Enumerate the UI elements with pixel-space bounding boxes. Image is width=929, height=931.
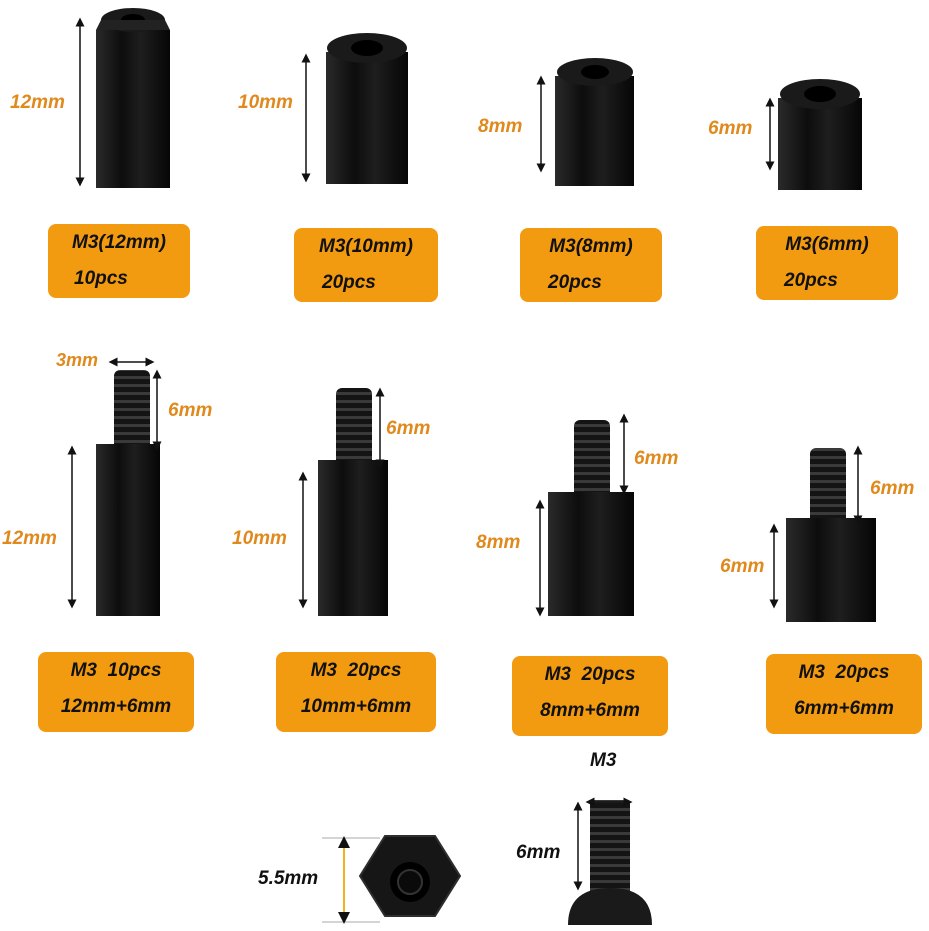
standoff-12mm-female (96, 8, 170, 188)
dim-label-diameter: 3mm (56, 350, 99, 370)
standoff-8mm-male (548, 420, 634, 616)
dim-label-thread-4: 6mm (870, 478, 915, 499)
spec-badge-10mm: M3(10mm) 20pcs (294, 228, 438, 302)
badge-line1: M3 10pcs (70, 660, 162, 681)
standoff-12mm-male (96, 370, 160, 616)
badge-line1: M3(12mm) (72, 232, 166, 253)
spec-badge-12mm-6mm: M3 10pcs 12mm+6mm (38, 652, 194, 732)
badge-line2: 10mm+6mm (300, 696, 412, 717)
nut-dim-label: 5.5mm (258, 868, 319, 889)
badge-line2: 6mm+6mm (794, 698, 894, 719)
badge-line1: M3 20pcs (798, 662, 890, 683)
badge-line2: 12mm+6mm (60, 696, 172, 717)
dim-label-10mm: 10mm (238, 92, 293, 113)
spec-badge-6mm: M3(6mm) 20pcs (756, 226, 898, 300)
hex-nut (358, 835, 462, 917)
spec-badge-8mm: M3(8mm) 20pcs (520, 228, 662, 302)
dim-label-8mm: 8mm (478, 116, 523, 137)
screw-length-label: 6mm (516, 842, 561, 863)
dim-label-thread-2: 6mm (386, 418, 431, 439)
dim-label-body-4: 6mm (720, 556, 765, 577)
standoff-6mm-male (786, 448, 876, 622)
dim-label-thread-3: 6mm (634, 448, 679, 469)
badge-line2: 20pcs (322, 272, 376, 293)
dim-label-12mm: 12mm (10, 92, 65, 113)
screw (568, 800, 652, 925)
badge-line2: 20pcs (784, 270, 838, 291)
standoff-10mm-male (318, 388, 388, 616)
dim-label-6mm: 6mm (708, 118, 753, 139)
spec-badge-8mm-6mm: M3 20pcs 8mm+6mm (512, 656, 668, 736)
spec-badge-10mm-6mm: M3 20pcs 10mm+6mm (276, 652, 436, 732)
spec-badge-12mm: M3(12mm) 10pcs (48, 224, 190, 298)
dim-label-body-1: 12mm (2, 528, 57, 549)
dim-label-body-2: 10mm (232, 528, 287, 549)
screw-diameter-label: M3 (590, 750, 617, 771)
standoff-10mm-female (326, 33, 408, 184)
badge-line1: M3(10mm) (319, 236, 413, 257)
spec-badge-6mm-6mm: M3 20pcs 6mm+6mm (766, 654, 922, 734)
badge-line2: 10pcs (74, 268, 128, 289)
standoff-8mm-female (555, 58, 634, 186)
badge-line1: M3(6mm) (785, 234, 869, 255)
badge-line1: M3 20pcs (310, 660, 402, 681)
dim-label-body-3: 8mm (476, 532, 521, 553)
badge-line2: 20pcs (548, 272, 602, 293)
badge-line1: M3 20pcs (544, 664, 636, 685)
standoff-6mm-female (778, 79, 862, 190)
badge-line2: 8mm+6mm (540, 700, 640, 721)
badge-line1: M3(8mm) (549, 236, 633, 257)
dim-label-thread-1: 6mm (168, 400, 213, 421)
